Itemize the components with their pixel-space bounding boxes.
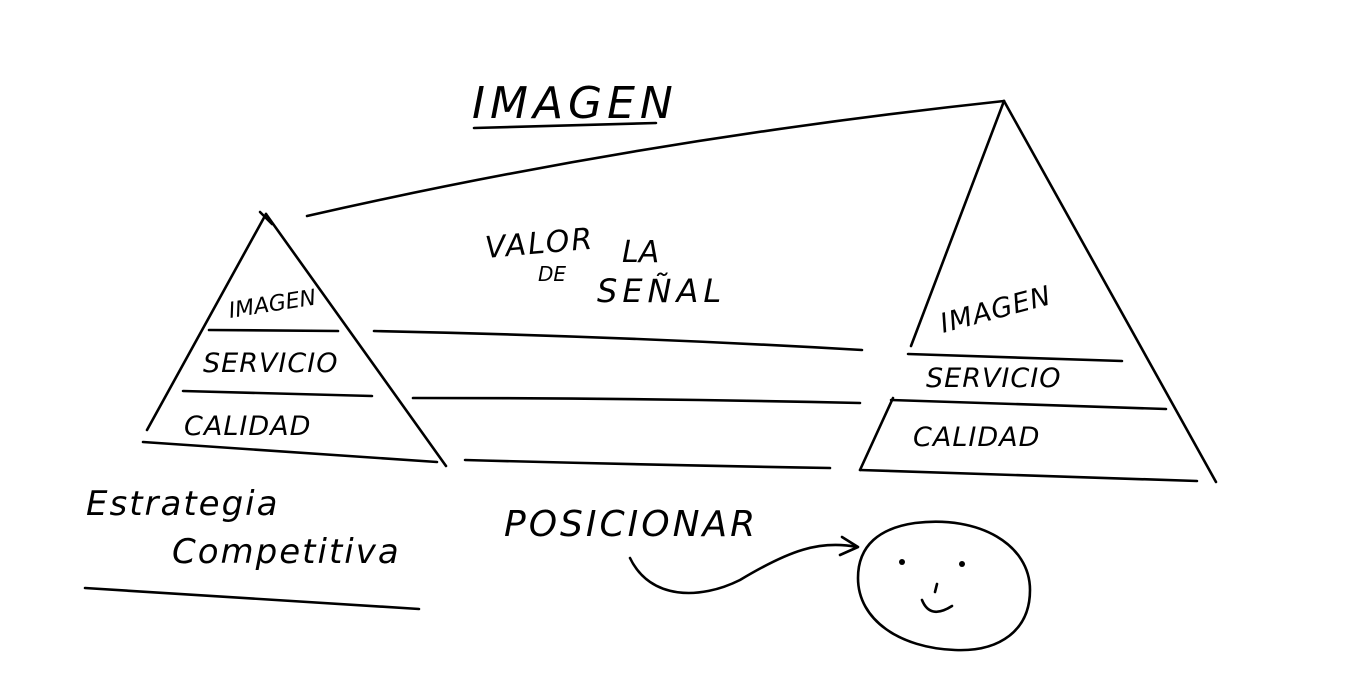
signal-value-line4: SEÑAL [597,272,726,310]
connector-servicio [372,329,864,352]
right-pyramid: IMAGEN SERVICIO CALIDAD [858,99,1218,484]
right-pyramid-divider-1 [906,352,1124,363]
connector-calidad [411,396,862,405]
signal-value-line1: VALOR [484,222,596,266]
left-pyramid-divider-1 [207,328,340,333]
strategy-line2: Competitiva [172,532,401,572]
right-tier-servicio: SERVICIO [926,363,1061,394]
right-pyramid-base [858,468,1199,483]
curved-arrow-icon [628,535,860,595]
right-pyramid-divider-2 [889,398,1168,411]
left-pyramid-apex-tick [258,210,274,226]
connector-base [463,458,832,470]
left-pyramid-divider-2 [181,389,374,398]
right-tier-imagen: IMAGEN [937,280,1055,339]
smiley-face-outline [856,520,1032,652]
strategy-underline [83,586,421,611]
smiley-mouth [920,598,954,614]
title-underline [472,121,658,130]
left-pyramid-left-side [145,212,268,432]
signal-value-label: VALOR DE LA SEÑAL [484,222,726,310]
smiley-right-eye [959,561,965,567]
left-pyramid-right-side [264,212,448,468]
smiley-nose [933,582,939,594]
diagram-title: IMAGEN [472,78,678,129]
left-tier-servicio: SERVICIO [203,348,338,379]
left-pyramid-base [141,440,439,464]
position-label: POSICIONAR [504,504,758,545]
left-pyramid: IMAGEN SERVICIO CALIDAD [141,210,448,468]
smiley-left-eye [899,559,905,565]
strategy-line1: Estrategia [86,484,279,524]
left-tier-calidad: CALIDAD [184,411,311,442]
signal-value-line2: DE [538,262,566,286]
left-tier-imagen: IMAGEN [227,285,318,323]
connector-imagen [305,99,1006,218]
connector-lines [305,99,1006,470]
smiley-face-icon [856,520,1032,652]
signal-value-line3: LA [622,235,659,270]
right-tier-calidad: CALIDAD [913,422,1040,453]
strategy-label: Estrategia Competitiva [83,484,421,611]
right-pyramid-left-side-lower [858,396,895,472]
right-pyramid-left-side [909,99,1006,348]
right-pyramid-right-side [1002,99,1218,484]
